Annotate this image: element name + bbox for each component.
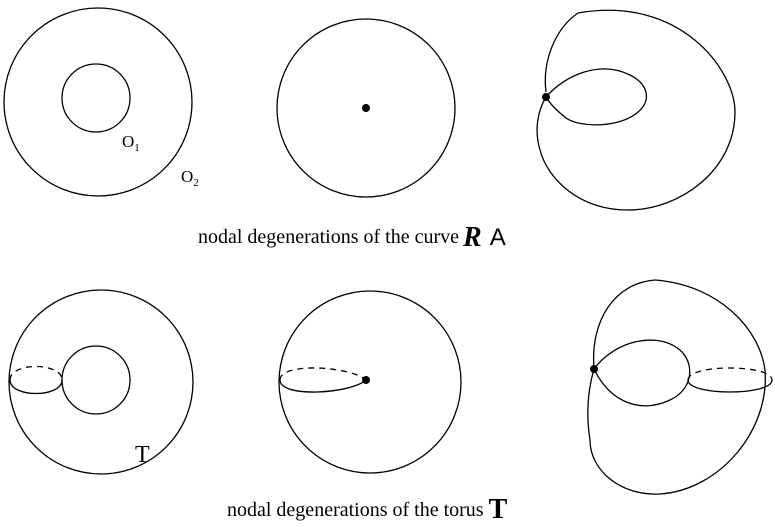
caption-curve-symbol-a: A xyxy=(489,224,506,251)
torus-hole xyxy=(61,345,131,415)
torus-handle-back xyxy=(9,365,63,381)
inner-oval-o1 xyxy=(61,63,131,133)
outer-oval-o2 xyxy=(3,7,193,197)
label-o1: O1 xyxy=(122,132,140,154)
label-o1-subscript: 1 xyxy=(134,142,140,154)
node-point-curve xyxy=(542,93,550,101)
nodal-torus-inner-loop xyxy=(593,339,691,407)
nodal-inner-loop xyxy=(545,68,648,126)
caption-torus-text: nodal degenerations of the torus xyxy=(227,499,484,521)
nodal-outer-curve-upper xyxy=(544,12,579,93)
nodal-torus-handle-front xyxy=(687,379,773,393)
pinched-handle-back xyxy=(279,367,367,381)
nodal-outer-curve xyxy=(539,9,736,211)
node-point-nodal-torus xyxy=(590,365,598,373)
nodal-torus-handle-back xyxy=(687,367,773,381)
nodal-torus-outer-upper xyxy=(592,279,656,370)
caption-curve-text: nodal degenerations of the curve xyxy=(198,226,460,248)
isolated-node-point xyxy=(362,104,370,112)
torus-outer xyxy=(8,289,194,475)
caption-torus-symbol: T xyxy=(488,494,508,525)
degenerate-torus-outline xyxy=(278,290,462,474)
nodal-torus-outer xyxy=(589,279,766,495)
caption-curve-symbol-r: R xyxy=(463,222,482,253)
pinched-handle-front xyxy=(279,379,367,393)
node-point-pinched-torus xyxy=(362,376,370,384)
torus-handle-front xyxy=(9,379,63,395)
label-torus-t: T xyxy=(135,442,150,468)
nodal-lower-branch xyxy=(536,96,547,151)
nodal-torus-lower-branch xyxy=(587,368,595,441)
label-o2: O2 xyxy=(181,167,199,189)
disk-outline xyxy=(276,18,456,198)
label-o2-subscript: 2 xyxy=(193,177,199,189)
